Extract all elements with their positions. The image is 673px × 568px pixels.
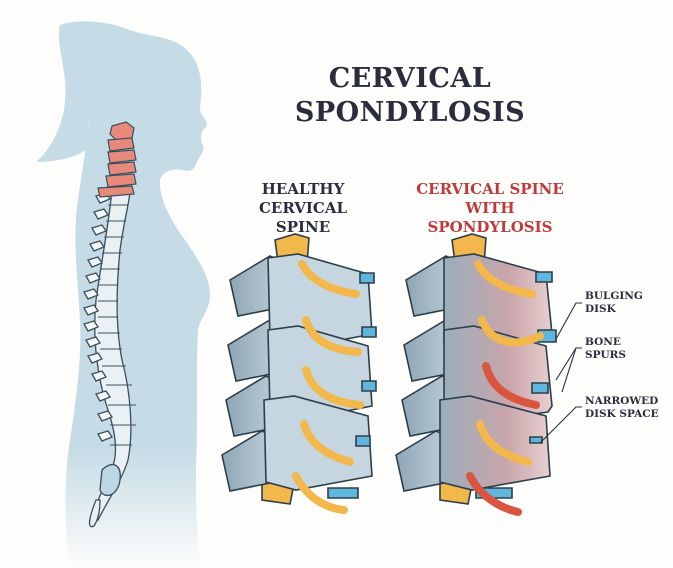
page-title: CERVICAL SPONDYLOSIS: [280, 62, 540, 130]
title-line-2: SPONDYLOSIS: [294, 97, 526, 128]
bone-spurs-line-1: BONE: [585, 336, 621, 348]
bulging-disk-line-1: BULGING: [585, 290, 643, 302]
spondylosis-heading-line-2: SPONDYLOSIS: [427, 218, 553, 236]
spondylosis-spine-heading: CERVICAL SPINE WITH SPONDYLOSIS: [400, 180, 580, 237]
bone-spurs-line-2: SPURS: [585, 349, 626, 361]
bulging-disk-line-2: DISK: [585, 303, 616, 315]
healthy-heading-line-1: HEALTHY CERVICAL: [258, 180, 348, 217]
label-narrowed-disk-space: NARROWED DISK SPACE: [585, 395, 659, 421]
label-bulging-disk: BULGING DISK: [585, 290, 643, 316]
healthy-cervical-spine: [221, 233, 377, 514]
spondylosis-heading-line-1: CERVICAL SPINE WITH: [416, 180, 564, 217]
woman-silhouette: [36, 21, 210, 568]
title-line-1: CERVICAL: [328, 63, 492, 94]
narrowed-disk-space-line-1: NARROWED: [585, 395, 659, 407]
full-spine-illustration: [83, 189, 136, 528]
cervical-vertebrae-highlight: [97, 121, 137, 198]
healthy-heading-line-2: SPINE: [275, 218, 331, 236]
annotation-leader-lines: [539, 302, 582, 444]
narrowed-disk-space-line-2: DISK SPACE: [585, 408, 659, 420]
spondylosis-cervical-spine: [395, 233, 557, 516]
label-bone-spurs: BONE SPURS: [585, 336, 626, 362]
healthy-spine-heading: HEALTHY CERVICAL SPINE: [218, 180, 388, 237]
